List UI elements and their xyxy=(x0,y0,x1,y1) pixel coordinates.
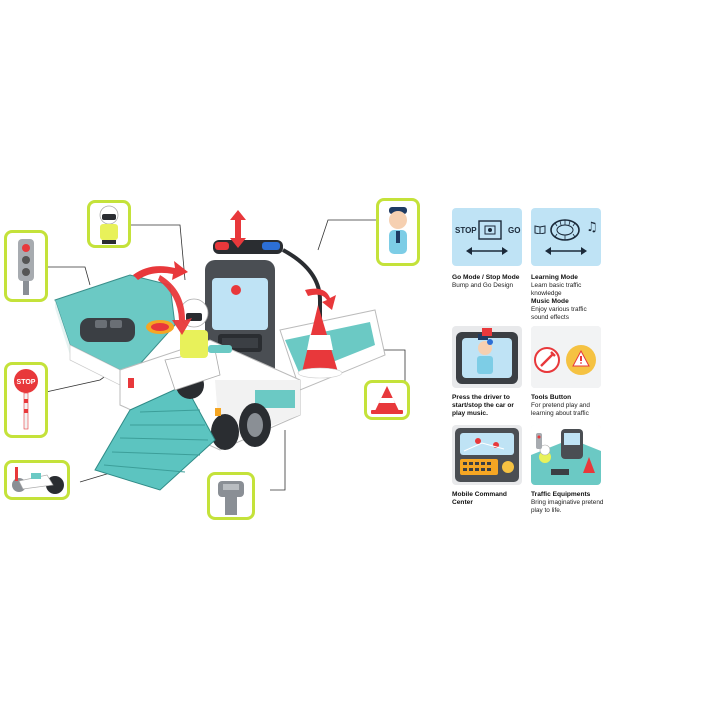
thumb-officer-figure xyxy=(376,198,420,266)
car-top-icon xyxy=(478,220,502,240)
thumb-motorcycle xyxy=(4,460,70,500)
music-mode-desc: Enjoy various traffic sound effects xyxy=(531,306,587,321)
traffic-equipments-title: Traffic Equipments xyxy=(531,491,591,498)
go-stop-mode-panel: STOP GO xyxy=(452,208,522,266)
tools-buttons-icon xyxy=(531,326,601,388)
double-arrow-icon xyxy=(545,247,587,255)
go-stop-mode-title: Go Mode / Stop Mode xyxy=(452,274,520,281)
thumb-rider-figure xyxy=(87,200,131,248)
thumb-traffic-light xyxy=(4,230,48,302)
vehicle xyxy=(54,240,386,491)
go-label: GO xyxy=(508,226,521,235)
tools-button-desc: For pretend play and learning about traf… xyxy=(531,402,590,417)
thumb-radio xyxy=(207,472,255,520)
stop-label: STOP xyxy=(455,226,477,235)
traffic-equipments-desc: Bring imaginative pretend play to life. xyxy=(531,499,604,514)
learning-mode-title: Learning Mode xyxy=(531,274,578,281)
tools-button-panel xyxy=(531,326,601,388)
thumb-traffic-cone xyxy=(364,380,410,420)
tools-button-title: Tools Button xyxy=(531,394,572,401)
learning-mode-desc: Learn basic traffic knowledge xyxy=(531,282,582,297)
learning-music-mode-panel: ♫ xyxy=(531,208,601,266)
connector-lines xyxy=(45,210,406,491)
book-icon xyxy=(534,225,546,234)
traffic-equipments-panel xyxy=(531,425,601,485)
press-driver-title: Press the driver to start/stop the car o… xyxy=(452,394,514,417)
product-illustration: STOP xyxy=(0,180,440,540)
thumb-stop-sign: STOP xyxy=(4,362,48,438)
press-driver-panel xyxy=(452,326,522,388)
command-center-panel xyxy=(452,425,522,485)
command-center-title: Mobile Command Center xyxy=(452,491,507,506)
music-mode-title: Music Mode xyxy=(531,298,569,305)
double-arrow-icon xyxy=(466,247,508,255)
track-icon xyxy=(550,219,580,241)
music-note-icon: ♫ xyxy=(586,220,598,235)
go-stop-mode-desc: Bump and Go Design xyxy=(452,282,514,289)
stop-sign-text: STOP xyxy=(17,379,36,386)
